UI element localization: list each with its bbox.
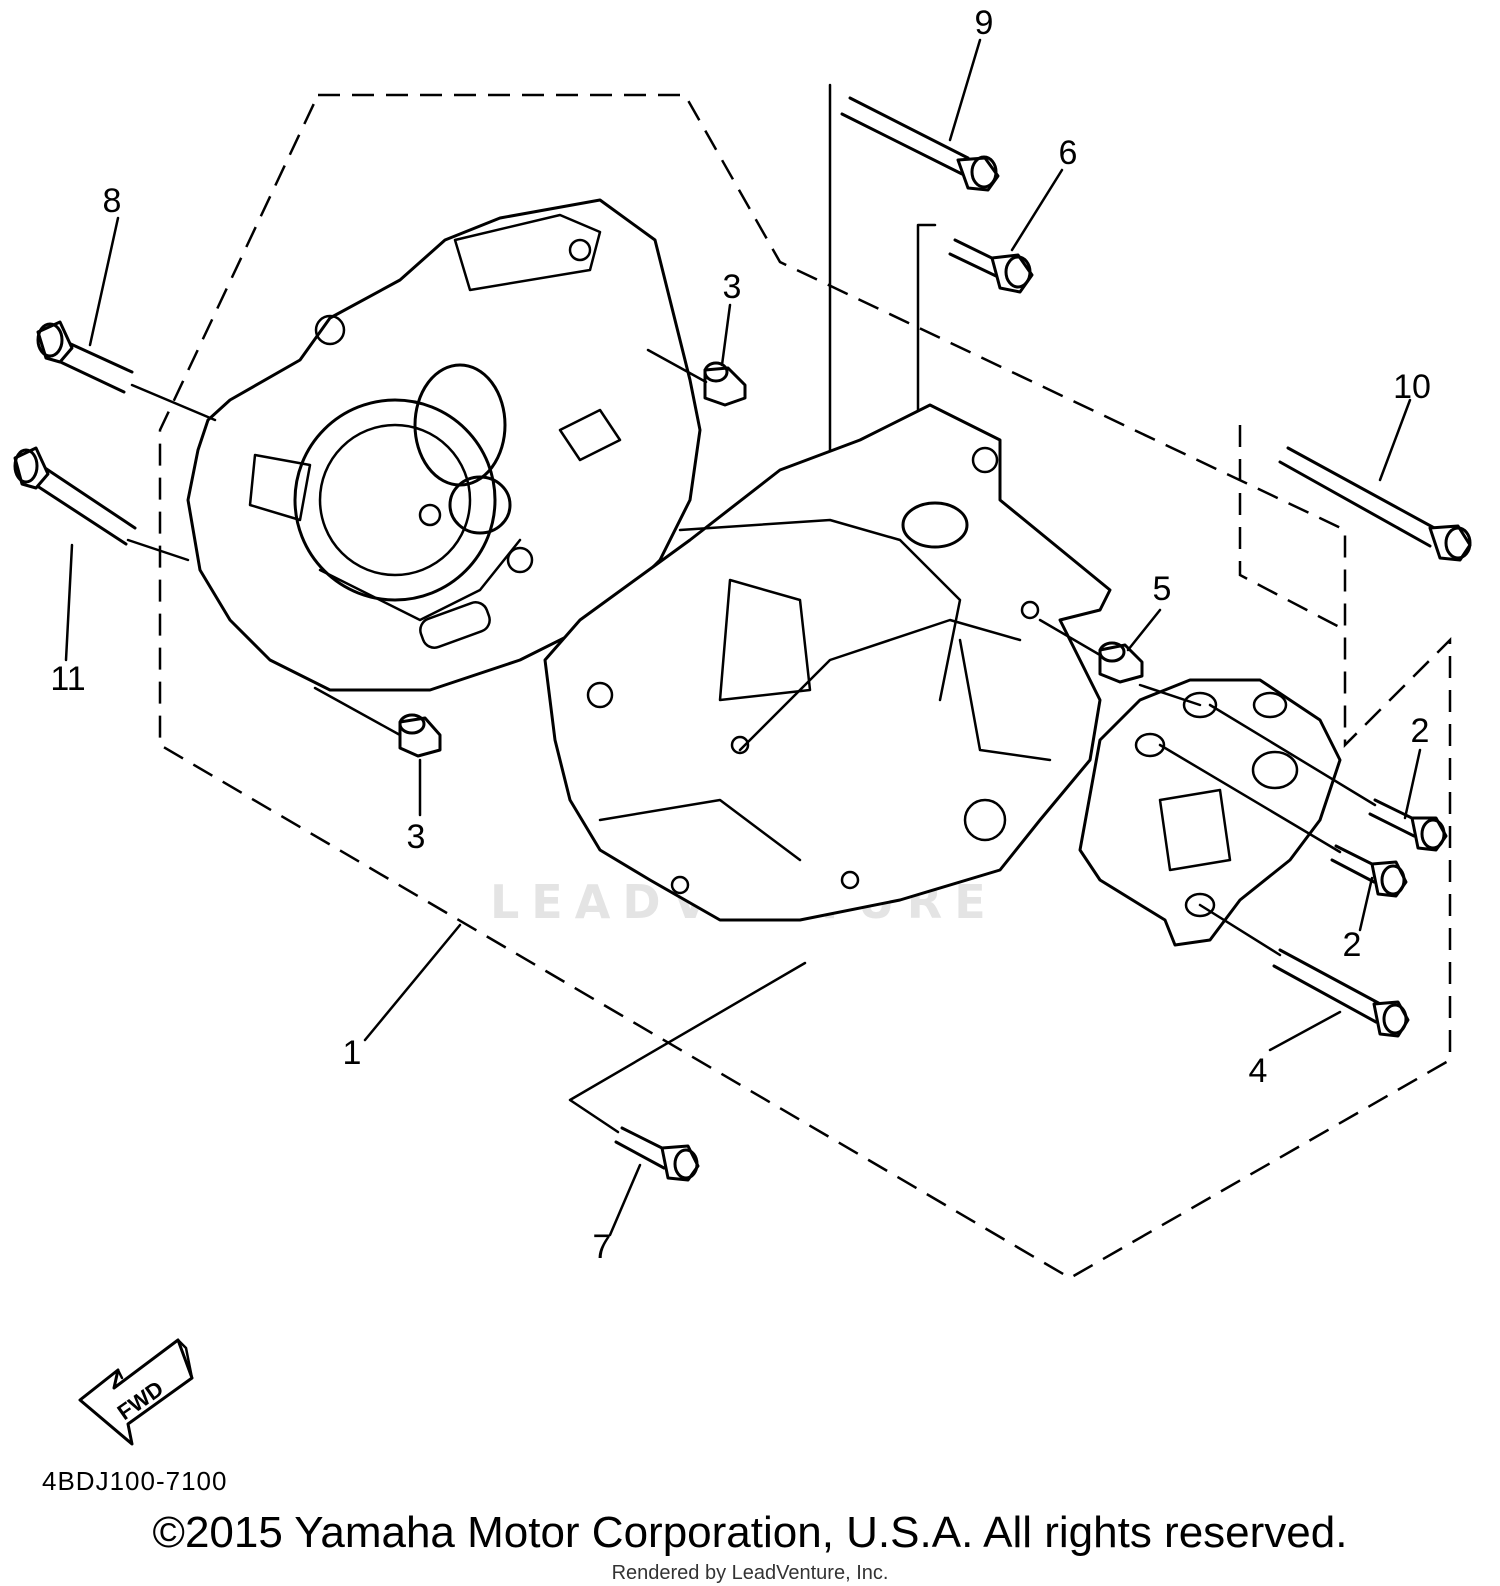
right-cover-boundary [1238,425,1346,632]
bolt-2b [1330,844,1408,898]
bolt-4 [1272,948,1410,1038]
left-crankcase [186,198,702,692]
callout-6: 6 [1059,134,1078,172]
callout-4: 4 [1249,1052,1268,1090]
callout-5: 5 [1153,570,1172,608]
rendered-by-notice: Rendered by LeadVenture, Inc. [611,1562,889,1584]
bolt-10 [1278,446,1472,562]
bolt-8 [36,320,134,394]
callout-9: 9 [975,4,994,42]
bolt-6-bracket [888,223,937,437]
bolt-7 [614,1126,700,1182]
fwd-arrow-icon: FWD [78,1338,194,1446]
dowel-pin-5 [1098,641,1144,684]
leader-lines [64,38,1422,1237]
dowel-pin-3b [398,713,442,758]
bolt-9 [840,96,1000,192]
callouts: 1 2 2 3 3 4 5 6 7 8 9 10 11 [50,4,1431,1266]
callout-3b: 3 [407,818,426,856]
callout-2a: 2 [1411,712,1430,750]
callout-3a: 3 [723,268,742,306]
callout-2b: 2 [1343,926,1362,964]
bolt-7-bracket [568,961,807,1134]
bolt-2a [1368,798,1448,852]
bolt-6 [948,238,1034,294]
callout-10: 10 [1393,368,1431,406]
callout-11: 11 [50,660,85,698]
callout-1: 1 [343,1034,362,1072]
dowel-pin-3a [703,361,747,407]
assembly-boundary [158,93,1452,1280]
right-crankcase [543,403,1112,922]
diagram-code: 4BDJ100-7100 [42,1466,228,1496]
right-cover [1078,678,1342,947]
copyright-notice: ©2015 Yamaha Motor Corporation, U.S.A. A… [152,1508,1348,1557]
bolt-11 [13,446,137,546]
callout-8: 8 [103,182,122,220]
callout-7: 7 [593,1228,612,1266]
